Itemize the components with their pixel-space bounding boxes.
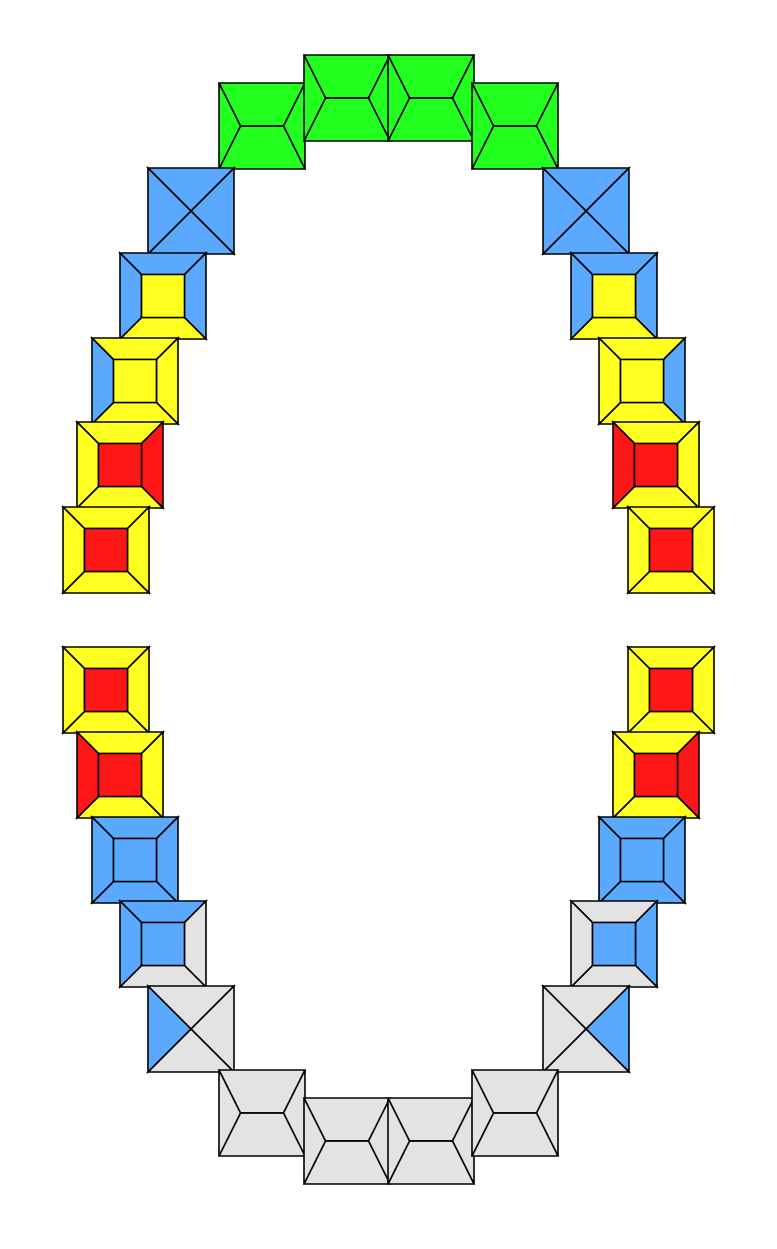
tooth-l-5[interactable] — [90, 815, 180, 905]
surface-left[interactable] — [542, 166, 588, 256]
surface-left[interactable] — [542, 984, 588, 1074]
surface-center[interactable] — [648, 527, 694, 573]
tooth-u-6[interactable] — [541, 166, 631, 256]
surface-center[interactable] — [83, 527, 129, 573]
tooth-u-9[interactable] — [90, 336, 180, 426]
tooth-u-14[interactable] — [626, 505, 716, 595]
surface-center[interactable] — [112, 358, 158, 404]
surface-left[interactable] — [387, 54, 411, 142]
surface-center[interactable] — [83, 667, 129, 713]
tooth-l-7[interactable] — [118, 899, 208, 989]
surface-center[interactable] — [591, 273, 637, 319]
tooth-l-9[interactable] — [146, 984, 236, 1074]
surface-center[interactable] — [648, 667, 694, 713]
tooth-u-7[interactable] — [118, 251, 208, 341]
tooth-l-6[interactable] — [597, 815, 687, 905]
tooth-u-12[interactable] — [611, 420, 701, 510]
surface-center[interactable] — [140, 273, 186, 319]
surface-center[interactable] — [140, 921, 186, 967]
upper-arch — [61, 54, 716, 595]
tooth-l-12[interactable] — [302, 1097, 392, 1185]
tooth-l-8[interactable] — [569, 899, 659, 989]
surface-center[interactable] — [112, 837, 158, 883]
surface-center[interactable] — [97, 442, 143, 488]
surface-left[interactable] — [147, 166, 193, 256]
surface-left[interactable] — [147, 984, 193, 1074]
lower-arch — [61, 645, 716, 1185]
surface-center[interactable] — [97, 752, 143, 798]
tooth-u-10[interactable] — [597, 336, 687, 426]
surface-left[interactable] — [471, 82, 495, 170]
surface-center[interactable] — [633, 752, 679, 798]
surface-center[interactable] — [591, 921, 637, 967]
surface-left[interactable] — [303, 54, 327, 142]
tooth-l-13[interactable] — [386, 1097, 476, 1185]
tooth-l-3[interactable] — [75, 730, 165, 820]
surface-left[interactable] — [387, 1097, 411, 1185]
surface-left[interactable] — [218, 1069, 242, 1157]
tooth-l-2[interactable] — [626, 645, 716, 735]
tooth-u-11[interactable] — [75, 420, 165, 510]
tooth-l-10[interactable] — [541, 984, 631, 1074]
tooth-l-14[interactable] — [470, 1069, 560, 1157]
tooth-u-2[interactable] — [302, 54, 392, 142]
tooth-u-4[interactable] — [470, 82, 560, 170]
surface-center[interactable] — [633, 442, 679, 488]
tooth-u-8[interactable] — [569, 251, 659, 341]
tooth-l-4[interactable] — [611, 730, 701, 820]
surface-left[interactable] — [303, 1097, 327, 1185]
tooth-l-1[interactable] — [61, 645, 151, 735]
surface-left[interactable] — [471, 1069, 495, 1157]
tooth-l-11[interactable] — [217, 1069, 307, 1157]
tooth-u-13[interactable] — [61, 505, 151, 595]
surface-left[interactable] — [218, 82, 242, 170]
tooth-u-1[interactable] — [217, 82, 307, 170]
tooth-u-5[interactable] — [146, 166, 236, 256]
surface-center[interactable] — [619, 837, 665, 883]
tooth-u-3[interactable] — [386, 54, 476, 142]
surface-center[interactable] — [619, 358, 665, 404]
